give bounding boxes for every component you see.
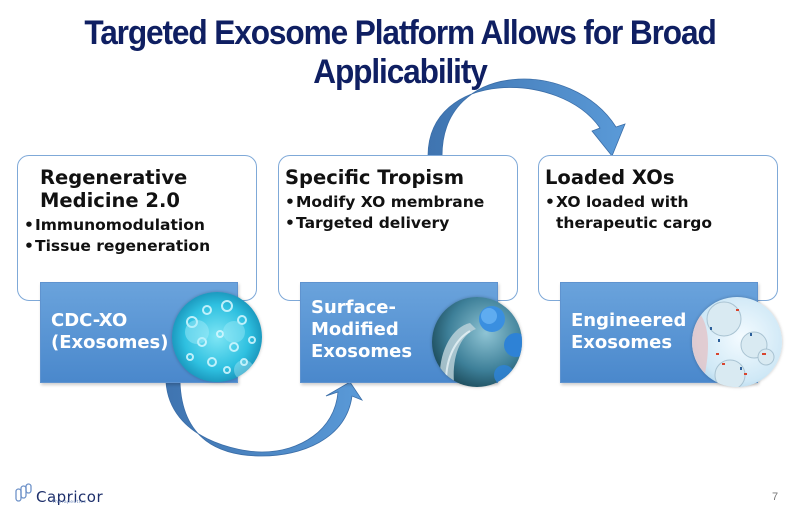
- heading-line: Regenerative: [40, 166, 188, 189]
- bullet-item: Targeted delivery: [285, 213, 517, 234]
- bullet-list: Immunomodulation Tissue regeneration: [18, 215, 256, 257]
- engineered-exosome-image: [692, 297, 782, 387]
- box-label-line: CDC-XO: [51, 310, 128, 331]
- bullet-item: Immunomodulation: [24, 215, 256, 236]
- box-label: Surface- Modified Exosomes: [311, 297, 412, 363]
- bullet-list: XO loaded with therapeutic cargo: [539, 192, 777, 234]
- capricor-logo-icon: [15, 483, 32, 502]
- page-number: 7: [772, 491, 779, 503]
- box-label-line: Surface-: [311, 297, 396, 318]
- bullet-list: Modify XO membrane Targeted delivery: [279, 192, 517, 234]
- bullet-line: therapeutic cargo: [556, 214, 713, 232]
- bullet-line: XO loaded with: [556, 193, 689, 211]
- box-label-line: (Exosomes): [51, 332, 169, 353]
- card-specific-tropism: Specific Tropism Modify XO membrane Targ…: [278, 155, 518, 301]
- capricor-logo: Capricor Therapeutics: [14, 483, 103, 505]
- box-label-line: Exosomes: [571, 332, 673, 353]
- logo-tagline: Therapeutics: [52, 500, 87, 505]
- card-heading: Regenerative Medicine 2.0: [18, 156, 256, 212]
- heading-line: Medicine 2.0: [40, 189, 180, 212]
- box-label-line: Modified: [311, 319, 399, 340]
- box-label-line: Engineered: [571, 310, 687, 331]
- card-loaded-xos: Loaded XOs XO loaded with therapeutic ca…: [538, 155, 778, 301]
- card-heading: Loaded XOs: [545, 166, 675, 189]
- bullet-item: XO loaded with therapeutic cargo: [545, 192, 777, 234]
- box-label: Engineered Exosomes: [571, 310, 686, 354]
- bullet-item: Modify XO membrane: [285, 192, 517, 213]
- card-regenerative-medicine: Regenerative Medicine 2.0 Immunomodulati…: [17, 155, 257, 301]
- exosome-cluster-image: [172, 292, 262, 382]
- logo-wordmark: Capricor: [36, 488, 104, 506]
- box-label: CDC-XO (Exosomes): [51, 310, 168, 354]
- slide-title: Targeted Exosome Platform Allows for Bro…: [84, 14, 716, 91]
- bullet-item: Tissue regeneration: [24, 236, 256, 257]
- curved-arrow-bottom: [165, 381, 364, 457]
- box-label-line: Exosomes: [311, 341, 413, 362]
- card-heading: Specific Tropism: [285, 166, 465, 189]
- surface-modified-exosome-image: [432, 297, 522, 387]
